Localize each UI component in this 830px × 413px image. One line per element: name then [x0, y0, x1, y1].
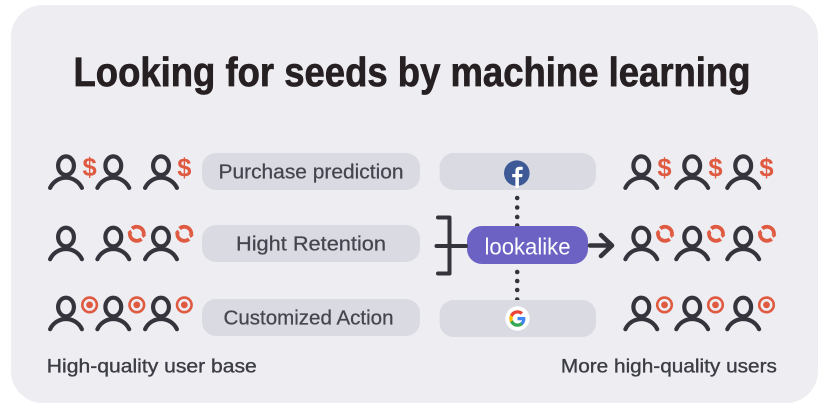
svg-text:$: $	[759, 154, 773, 182]
svg-text:$: $	[177, 154, 191, 182]
svg-text:$: $	[657, 154, 671, 182]
svg-text:Looking for seeds by machine l: Looking for seeds by machine learning	[74, 49, 751, 95]
svg-text:$: $	[708, 154, 722, 182]
svg-text:lookalike: lookalike	[485, 234, 571, 260]
svg-text:Purchase prediction: Purchase prediction	[219, 161, 404, 184]
svg-text:High-quality user base: High-quality user base	[47, 357, 257, 378]
svg-text:Hight Retention: Hight Retention	[236, 233, 386, 256]
svg-text:$: $	[83, 154, 97, 182]
svg-text:Customized Action: Customized Action	[224, 307, 394, 330]
svg-text:More high-quality users: More high-quality users	[561, 357, 777, 378]
